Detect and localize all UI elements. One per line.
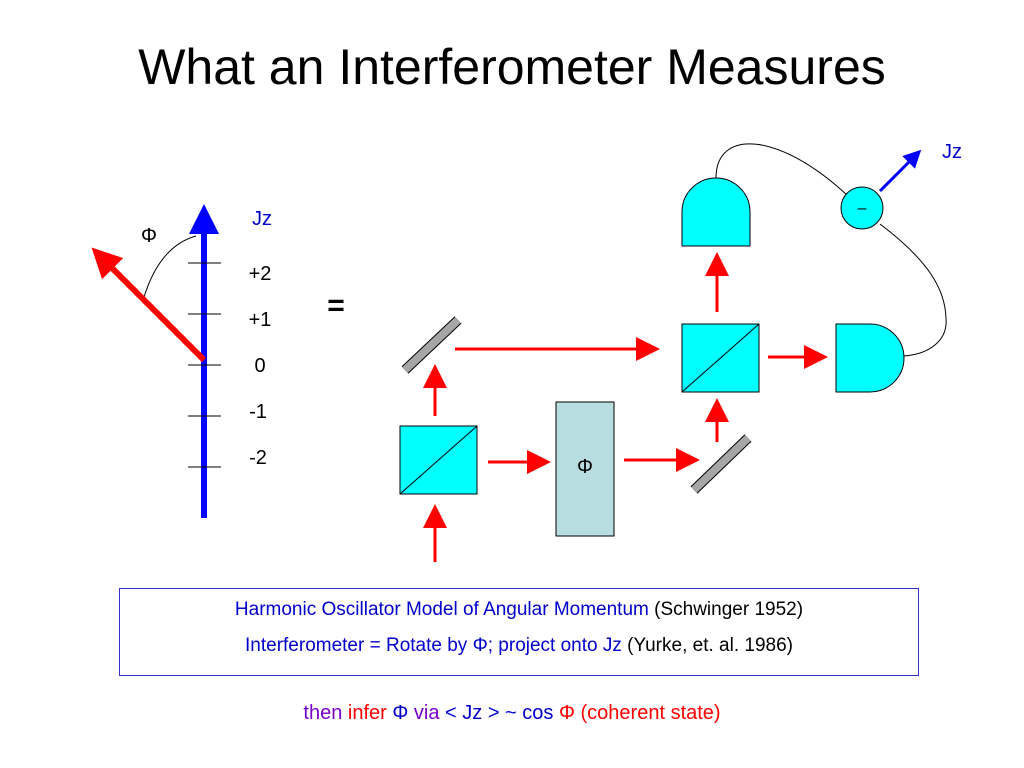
- beam-splitter-output: [681, 323, 760, 393]
- detector-right: [835, 323, 905, 393]
- footer-word: Φ: [558, 702, 575, 724]
- equals-sign: =: [327, 289, 345, 322]
- tick-label: -2: [249, 447, 267, 469]
- signal-wire-right: [879, 223, 947, 357]
- caption-line-2: Interferometer = Rotate by Φ; project on…: [120, 635, 918, 657]
- angle-arc: [143, 235, 197, 298]
- caption-model-ref: (Schwinger 1952): [654, 599, 804, 620]
- footer-word: then: [303, 702, 343, 724]
- interferometer: Φ – Jz: [399, 141, 962, 562]
- rotated-vector: [91, 247, 207, 363]
- axis-label: Jz: [252, 208, 272, 230]
- footer-line: then infer Φ via < Jz > ~ cos Φ (coheren…: [0, 702, 1024, 725]
- tick-label: +2: [249, 263, 272, 285]
- caption-line-1: Harmonic Oscillator Model of Angular Mom…: [120, 599, 918, 621]
- difference-node: [840, 186, 884, 230]
- footer-word: Φ: [392, 702, 409, 724]
- footer-word: (coherent state): [580, 702, 721, 724]
- angle-label: Φ: [141, 225, 157, 247]
- signal-wire-top: [715, 143, 849, 197]
- footer-word: via: [413, 702, 440, 724]
- caption-box: Harmonic Oscillator Model of Angular Mom…: [119, 588, 919, 676]
- caption-model-text: Harmonic Oscillator Model of Angular Mom…: [234, 599, 649, 620]
- tick-marks: [188, 262, 221, 468]
- phase-shifter-label: Φ: [577, 456, 593, 478]
- footer-word: infer: [347, 702, 387, 724]
- tick-label: +1: [249, 309, 272, 331]
- beam-splitter-input: [399, 425, 478, 495]
- footer-word: < Jz > ~ cos: [445, 702, 554, 724]
- tick-label: 0: [254, 355, 265, 377]
- spin-diagram: Φ Jz +2 +1 0 -1 -2: [91, 204, 272, 518]
- output-arrow: [878, 149, 922, 193]
- tick-label: -1: [249, 401, 267, 423]
- phase-shifter: [555, 401, 615, 537]
- slide-title: What an Interferometer Measures: [138, 39, 886, 95]
- mirror-face: [402, 317, 461, 373]
- subtract-symbol: –: [858, 200, 867, 217]
- output-label: Jz: [942, 141, 962, 163]
- detector-top: [681, 177, 751, 247]
- caption-interferometer-text: Interferometer = Rotate by Φ; project on…: [245, 635, 622, 656]
- caption-interferometer-ref: (Yurke, et. al. 1986): [627, 635, 793, 656]
- mirror-face: [691, 435, 751, 493]
